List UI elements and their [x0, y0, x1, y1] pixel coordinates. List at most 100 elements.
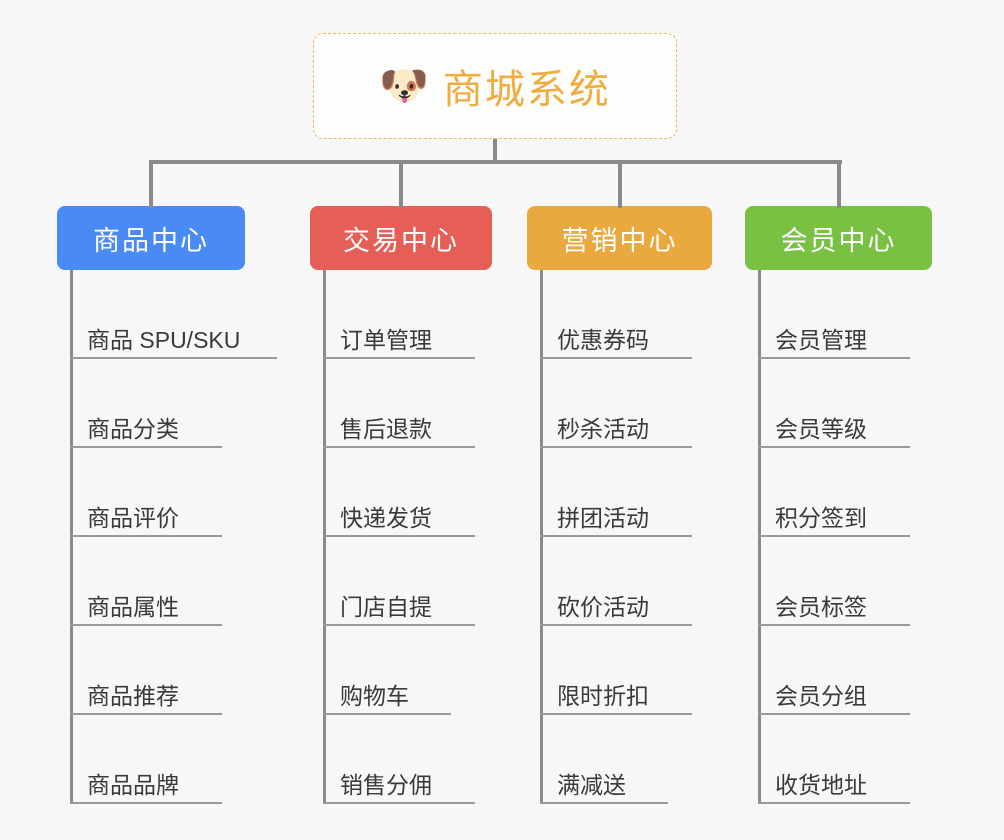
shiba-dog-emoji-icon: 🐶 — [379, 64, 429, 108]
leaf-list-trade-center: 订单管理售后退款快递发货门店自提购物车销售分佣 — [310, 270, 492, 804]
leaf-item[interactable]: 秒杀活动 — [527, 359, 712, 448]
category-header-trade-center[interactable]: 交易中心 — [310, 206, 492, 270]
leaf-trunk-trade-center — [323, 270, 326, 804]
leaf-item[interactable]: 会员标签 — [745, 537, 932, 626]
leaf-trunk-product-center — [70, 270, 73, 804]
leaf-item[interactable]: 快递发货 — [310, 448, 492, 537]
leaf-item[interactable]: 销售分佣 — [310, 715, 492, 804]
leaf-underline — [323, 357, 475, 359]
leaf-item[interactable]: 商品品牌 — [57, 715, 245, 804]
root-connector-stem — [493, 139, 497, 163]
leaf-underline — [758, 357, 910, 359]
leaf-label: 会员管理 — [775, 326, 867, 353]
category-header-member-center[interactable]: 会员中心 — [745, 206, 932, 270]
leaf-label: 商品推荐 — [87, 682, 179, 709]
branch-connector-member-center — [836, 160, 841, 208]
leaf-label: 会员等级 — [775, 415, 867, 442]
leaf-underline — [323, 713, 451, 715]
category-header-label: 会员中心 — [780, 225, 897, 256]
leaf-underline — [758, 713, 910, 715]
branch-connector-marketing-center — [617, 160, 622, 208]
leaf-item[interactable]: 积分签到 — [745, 448, 932, 537]
branch-connector-product-center — [149, 160, 153, 208]
leaf-underline — [323, 624, 475, 626]
leaf-label: 满减送 — [557, 771, 626, 798]
leaf-item[interactable]: 会员管理 — [745, 270, 932, 359]
leaf-label: 商品品牌 — [87, 771, 179, 798]
leaf-underline — [540, 624, 692, 626]
leaf-underline — [70, 624, 222, 626]
category-column-product-center: 商品中心商品 SPU/SKU 商品分类商品评价商品属性商品推荐商品品牌 — [57, 206, 277, 804]
leaf-underline — [758, 624, 910, 626]
leaf-label: 售后退款 — [340, 415, 432, 442]
leaf-item[interactable]: 限时折扣 — [527, 626, 712, 715]
leaf-underline — [758, 802, 910, 804]
leaf-item[interactable]: 商品 SPU/SKU — [57, 270, 277, 359]
leaf-item[interactable]: 门店自提 — [310, 537, 492, 626]
leaf-label: 购物车 — [340, 682, 409, 709]
leaf-list-member-center: 会员管理会员等级积分签到会员标签会员分组收货地址 — [745, 270, 932, 804]
root-title: 商城系统 — [442, 68, 611, 112]
leaf-underline — [758, 446, 910, 448]
leaf-item[interactable]: 砍价活动 — [527, 537, 712, 626]
category-header-label: 商品中心 — [93, 225, 209, 256]
root-node[interactable]: 🐶 商城系统 — [313, 33, 677, 139]
leaf-item[interactable]: 商品属性 — [57, 537, 245, 626]
category-column-member-center: 会员中心会员管理会员等级积分签到会员标签会员分组收货地址 — [745, 206, 932, 804]
leaf-item[interactable]: 商品推荐 — [57, 626, 245, 715]
leaf-label: 快递发货 — [340, 504, 432, 531]
branch-connector-bus — [150, 160, 842, 164]
leaf-item[interactable]: 会员分组 — [745, 626, 932, 715]
leaf-item[interactable]: 商品评价 — [57, 448, 245, 537]
leaf-item[interactable]: 商品分类 — [57, 359, 245, 448]
leaf-label: 销售分佣 — [340, 771, 432, 798]
leaf-label: 订单管理 — [340, 326, 432, 353]
category-column-marketing-center: 营销中心优惠券码秒杀活动拼团活动砍价活动限时折扣满减送 — [527, 206, 712, 804]
leaf-label: 收货地址 — [775, 771, 867, 798]
leaf-item[interactable]: 满减送 — [527, 715, 712, 804]
leaf-underline — [70, 446, 222, 448]
leaf-label: 秒杀活动 — [557, 415, 649, 442]
leaf-underline — [540, 535, 692, 537]
leaf-underline — [323, 446, 475, 448]
leaf-label: 积分签到 — [775, 504, 867, 531]
leaf-underline — [70, 535, 222, 537]
leaf-item[interactable]: 订单管理 — [310, 270, 492, 359]
leaf-underline — [540, 446, 692, 448]
leaf-underline — [540, 802, 668, 804]
leaf-item[interactable]: 购物车 — [310, 626, 492, 715]
leaf-item[interactable]: 售后退款 — [310, 359, 492, 448]
leaf-underline — [70, 713, 222, 715]
leaf-underline — [70, 357, 277, 359]
leaf-label: 门店自提 — [340, 593, 432, 620]
branch-connector-trade-center — [399, 160, 403, 208]
leaf-underline — [323, 535, 475, 537]
category-header-label: 营销中心 — [561, 225, 678, 256]
leaf-list-marketing-center: 优惠券码秒杀活动拼团活动砍价活动限时折扣满减送 — [527, 270, 712, 804]
leaf-label: 商品评价 — [87, 504, 179, 531]
leaf-label: 商品 SPU/SKU — [87, 326, 241, 353]
leaf-label: 限时折扣 — [557, 682, 649, 709]
leaf-label: 会员分组 — [775, 682, 867, 709]
category-column-trade-center: 交易中心订单管理售后退款快递发货门店自提购物车销售分佣 — [310, 206, 492, 804]
leaf-label: 商品属性 — [87, 593, 179, 620]
leaf-underline — [323, 802, 475, 804]
leaf-label: 优惠券码 — [557, 326, 649, 353]
leaf-label: 商品分类 — [87, 415, 179, 442]
leaf-list-product-center: 商品 SPU/SKU 商品分类商品评价商品属性商品推荐商品品牌 — [57, 270, 277, 804]
leaf-item[interactable]: 会员等级 — [745, 359, 932, 448]
leaf-underline — [540, 713, 692, 715]
leaf-label: 拼团活动 — [557, 504, 649, 531]
leaf-trunk-marketing-center — [540, 270, 543, 804]
category-header-marketing-center[interactable]: 营销中心 — [527, 206, 712, 270]
leaf-item[interactable]: 收货地址 — [745, 715, 932, 804]
leaf-label: 会员标签 — [775, 593, 867, 620]
category-header-label: 交易中心 — [343, 225, 459, 256]
category-header-product-center[interactable]: 商品中心 — [57, 206, 245, 270]
leaf-label: 砍价活动 — [557, 593, 649, 620]
leaf-underline — [70, 802, 222, 804]
leaf-underline — [758, 535, 910, 537]
leaf-item[interactable]: 拼团活动 — [527, 448, 712, 537]
leaf-item[interactable]: 优惠券码 — [527, 270, 712, 359]
